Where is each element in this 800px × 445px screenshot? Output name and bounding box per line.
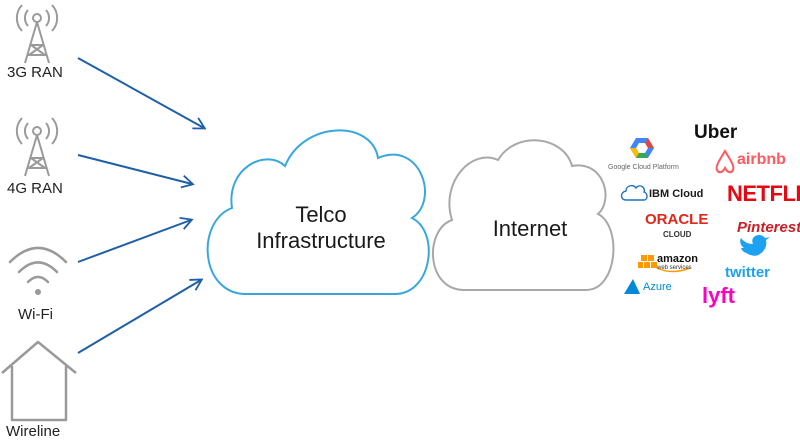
house-icon [1, 340, 77, 422]
internet-cloud-label: Internet [492, 216, 568, 241]
pinterest-logo: Pinterest [737, 219, 800, 236]
google-cloud-logo-icon [630, 138, 654, 158]
telco-cloud-label: Telco Infrastructure [236, 202, 406, 254]
netflix-logo: NETFLIX [727, 181, 800, 206]
cell-tower-3g-icon [15, 4, 59, 64]
amazon-web-services-sublabel: web services [657, 265, 692, 271]
label-3g-ran: 3G RAN [7, 64, 63, 81]
arrow-4g-to-telco [77, 154, 195, 189]
arrow-wifi-to-telco [77, 216, 194, 263]
google-cloud-platform-logo: Google Cloud Platform [608, 164, 679, 171]
label-wifi: Wi-Fi [18, 306, 53, 323]
arrow-wireline-to-telco [77, 278, 204, 354]
label-4g-ran: 4G RAN [7, 180, 63, 197]
airbnb-logo-icon [715, 148, 735, 174]
telco-label-line1: Telco [295, 202, 347, 227]
twitter-bird-icon [740, 235, 770, 256]
internet-cloud-shape [432, 139, 615, 291]
azure-logo-icon [624, 279, 640, 294]
label-wireline: Wireline [6, 423, 61, 440]
azure-logo: Azure [643, 281, 672, 293]
uber-logo: Uber [694, 122, 738, 143]
twitter-logo: twitter [725, 264, 770, 281]
airbnb-logo: airbnb [737, 151, 786, 168]
amazon-logo: amazon [657, 253, 698, 265]
lyft-logo: lyft [702, 283, 735, 308]
arrow-3g-to-telco [77, 57, 207, 130]
oracle-logo: ORACLE [645, 211, 709, 228]
oracle-cloud-sublabel: CLOUD [663, 230, 692, 239]
amazon-smile-icon [656, 267, 691, 273]
ibm-cloud-logo-icon [620, 184, 648, 201]
ibm-cloud-logo: IBM Cloud [649, 188, 704, 200]
telco-label-line2: Infrastructure [256, 228, 386, 253]
wifi-icon [8, 246, 68, 295]
telco-cloud-shape [206, 129, 430, 296]
amazon-logo-icon [638, 255, 657, 268]
cell-tower-4g-icon [15, 117, 59, 177]
